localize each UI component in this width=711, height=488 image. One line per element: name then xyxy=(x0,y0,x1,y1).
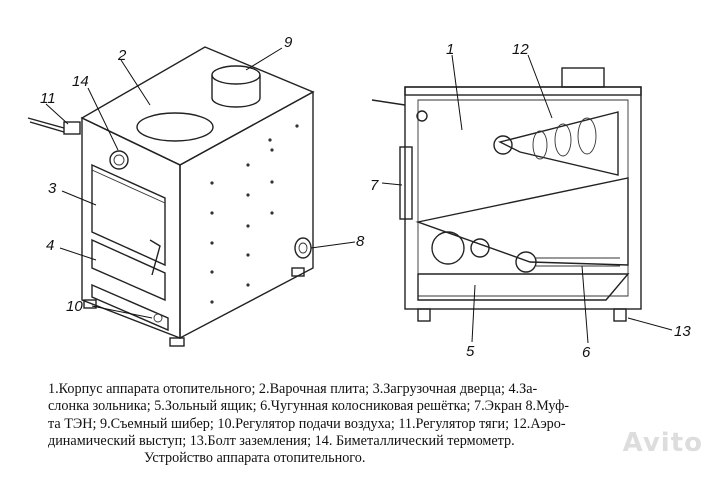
side-bolts xyxy=(210,124,299,304)
label-draft-regulator: 11 xyxy=(40,90,56,107)
label-heater-coupling: 8 xyxy=(356,233,365,250)
caption-line: динамический выступ; 13.Болт заземления;… xyxy=(48,432,515,449)
label-cooking-plate: 2 xyxy=(117,47,127,64)
label-ground-bolt: 13 xyxy=(674,323,691,340)
caption-line: слонка зольника; 5.Зольный ящик; 6.Чугун… xyxy=(48,398,570,415)
figure-caption: 1.Корпус аппарата отопительного; 2.Вароч… xyxy=(48,381,688,467)
boiler-perspective-view xyxy=(27,46,315,347)
avito-watermark: Avito xyxy=(622,428,703,458)
boiler-section-view xyxy=(371,67,642,322)
label-loading-door: 3 xyxy=(48,180,57,197)
label-ash-box: 5 xyxy=(466,343,475,360)
caption-line: 1.Корпус аппарата отопительного; 2.Вароч… xyxy=(48,381,538,397)
label-ash-door: 4 xyxy=(46,237,54,254)
label-aero-ledge: 12 xyxy=(512,41,529,58)
label-damper: 9 xyxy=(284,34,293,51)
label-screen: 7 xyxy=(370,177,379,194)
label-body: 1 xyxy=(446,41,454,58)
caption-title: Устройство аппарата отопительного. xyxy=(144,450,366,467)
label-grate: 6 xyxy=(582,344,591,361)
caption-line: та ТЭН; 9.Съемный шибер; 10.Регулятор по… xyxy=(48,415,566,432)
label-thermometer: 14 xyxy=(72,73,89,90)
label-air-regulator: 10 xyxy=(66,298,83,315)
